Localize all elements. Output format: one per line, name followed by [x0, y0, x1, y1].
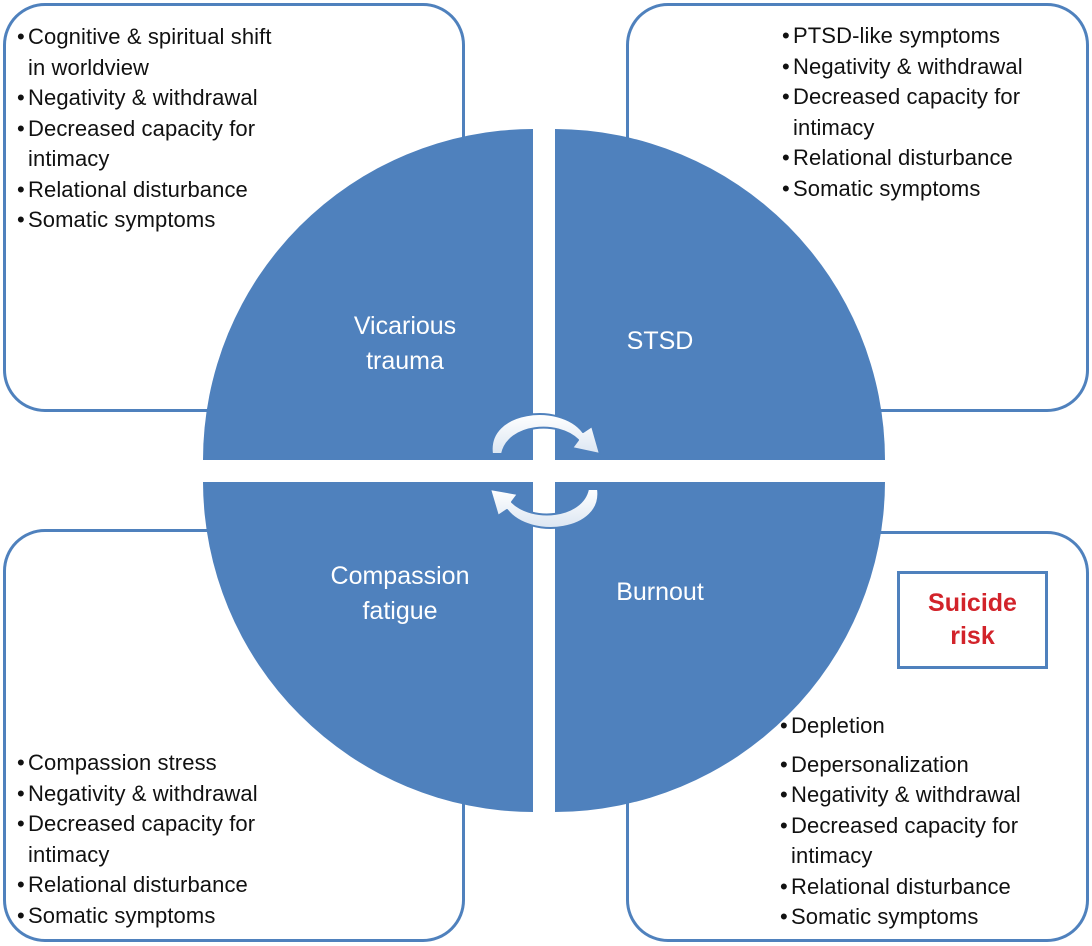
- suicide-risk-text: Suicide risk: [928, 587, 1017, 653]
- bullet-icon: •: [17, 176, 25, 202]
- symptom-text: Depersonalization: [791, 751, 969, 777]
- bullet-icon: •: [17, 85, 25, 110]
- quadrant-vicarious-trauma: [203, 129, 533, 460]
- text-line: STSD: [626, 327, 694, 355]
- symptom-text: Somatic symptoms: [793, 175, 981, 201]
- text-line: trauma: [366, 347, 444, 375]
- symptom-text: Relational disturbance: [791, 873, 1011, 899]
- symptom-item: •Decreased capacity for intimacy: [17, 114, 272, 175]
- symptom-item: •Negativity & withdrawal: [782, 52, 1023, 83]
- bullet-icon: •: [17, 24, 25, 49]
- symptom-text: Decreased capacity for: [28, 115, 256, 141]
- bullet-icon: •: [782, 145, 790, 170]
- symptom-item: •Negativity & withdrawal: [17, 779, 258, 810]
- bullet-icon: •: [782, 53, 790, 79]
- symptom-text: PTSD-like symptoms: [793, 23, 1001, 48]
- symptom-text: Somatic symptoms: [28, 207, 216, 232]
- text-line: Burnout: [616, 578, 704, 606]
- bullet-icon: •: [782, 23, 790, 48]
- symptom-text: Negativity & withdrawal: [791, 782, 1021, 807]
- symptom-item: •Relational disturbance: [782, 143, 1023, 174]
- symptom-text-continuation: intimacy: [28, 146, 110, 171]
- symptom-list-burnout: •Depletion•Depersonalization•Negativity …: [780, 711, 1021, 933]
- quadrant-stsd: [555, 129, 885, 460]
- bullet-icon: •: [17, 872, 25, 897]
- symptom-item: •Somatic symptoms: [782, 174, 1023, 205]
- symptom-text: Compassion stress: [28, 750, 217, 775]
- symptom-text: Somatic symptoms: [28, 902, 216, 928]
- symptom-text-continuation: in worldview: [28, 54, 150, 80]
- bullet-icon: •: [780, 904, 788, 929]
- symptom-item: •Negativity & withdrawal: [17, 83, 272, 114]
- symptom-item: •Somatic symptoms: [17, 205, 272, 236]
- quadrant-label-vicarious-trauma: Vicarious trauma: [290, 309, 520, 379]
- bullet-icon: •: [780, 873, 788, 899]
- suicide-risk-callout: Suicide risk: [897, 571, 1048, 669]
- bullet-icon: •: [17, 811, 25, 836]
- bullet-icon: •: [17, 115, 25, 141]
- symptom-item: •Relational disturbance: [17, 870, 258, 901]
- symptom-item: •Negativity & withdrawal: [780, 780, 1021, 811]
- quadrant-shapes: [203, 129, 885, 812]
- symptom-text: Relational disturbance: [28, 872, 248, 897]
- curved-arrow-clockwise-icon: [490, 413, 601, 455]
- symptom-text: Relational disturbance: [28, 176, 248, 202]
- symptom-text-continuation: intimacy: [28, 841, 110, 867]
- quadrant-burnout: [555, 482, 885, 812]
- quadrant-label-burnout: Burnout: [560, 575, 760, 610]
- text-line: Compassion: [330, 562, 470, 590]
- symptom-item: •Relational disturbance: [780, 872, 1021, 903]
- bullet-icon: •: [780, 782, 788, 807]
- bullet-icon: •: [17, 780, 25, 806]
- text-line: Suicide: [928, 589, 1017, 617]
- symptom-item: •PTSD-like symptoms: [782, 21, 1023, 52]
- text-line: Vicarious: [353, 312, 457, 340]
- quadrant-label-stsd: STSD: [560, 324, 760, 359]
- symptom-text: Negativity & withdrawal: [28, 85, 258, 110]
- symptom-item: •Cognitive & spiritual shift in worldview: [17, 22, 272, 83]
- bullet-icon: •: [780, 812, 788, 838]
- symptom-item: •Depersonalization: [780, 750, 1021, 781]
- bullet-icon: •: [17, 207, 25, 232]
- bullet-icon: •: [782, 84, 790, 109]
- text-line: risk: [950, 622, 995, 650]
- symptom-text: Decreased capacity for: [791, 812, 1019, 838]
- symptom-item: •Decreased capacity for intimacy: [780, 811, 1021, 872]
- symptom-text: Negativity & withdrawal: [28, 780, 258, 806]
- symptom-text: Somatic symptoms: [791, 904, 979, 929]
- bullet-icon: •: [782, 175, 790, 201]
- quadrant-label-compassion-fatigue: Compassion fatigue: [285, 559, 515, 629]
- symptom-list-stsd: •PTSD-like symptoms•Negativity & withdra…: [782, 21, 1023, 204]
- text-line: fatigue: [362, 597, 438, 625]
- symptom-text: Relational disturbance: [793, 145, 1013, 170]
- symptom-text: Cognitive & spiritual shift: [28, 24, 272, 49]
- quadrant-compassion-fatigue: [203, 482, 533, 812]
- symptom-item: •Compassion stress: [17, 748, 258, 779]
- symptom-list-compassion-fatigue: •Compassion stress•Negativity & withdraw…: [17, 748, 258, 931]
- bullet-icon: •: [17, 750, 25, 775]
- curved-arrow-counterclockwise-icon: [489, 488, 600, 529]
- symptom-text-continuation: intimacy: [791, 843, 873, 868]
- symptom-item: •Depletion: [780, 711, 1021, 742]
- symptom-text: Decreased capacity for: [793, 84, 1021, 109]
- symptom-text: Decreased capacity for: [28, 811, 256, 836]
- symptom-item: •Relational disturbance: [17, 175, 272, 206]
- symptom-item: •Decreased capacity for intimacy: [17, 809, 258, 870]
- symptom-text: Negativity & withdrawal: [793, 53, 1023, 79]
- bullet-icon: •: [780, 713, 788, 738]
- symptom-item: •Somatic symptoms: [17, 901, 258, 932]
- bullet-icon: •: [17, 902, 25, 928]
- bullet-icon: •: [780, 751, 788, 777]
- symptom-text-continuation: intimacy: [793, 114, 875, 140]
- symptom-text: Depletion: [791, 713, 885, 738]
- symptom-item: •Decreased capacity for intimacy: [782, 82, 1023, 143]
- symptom-item: •Somatic symptoms: [780, 902, 1021, 933]
